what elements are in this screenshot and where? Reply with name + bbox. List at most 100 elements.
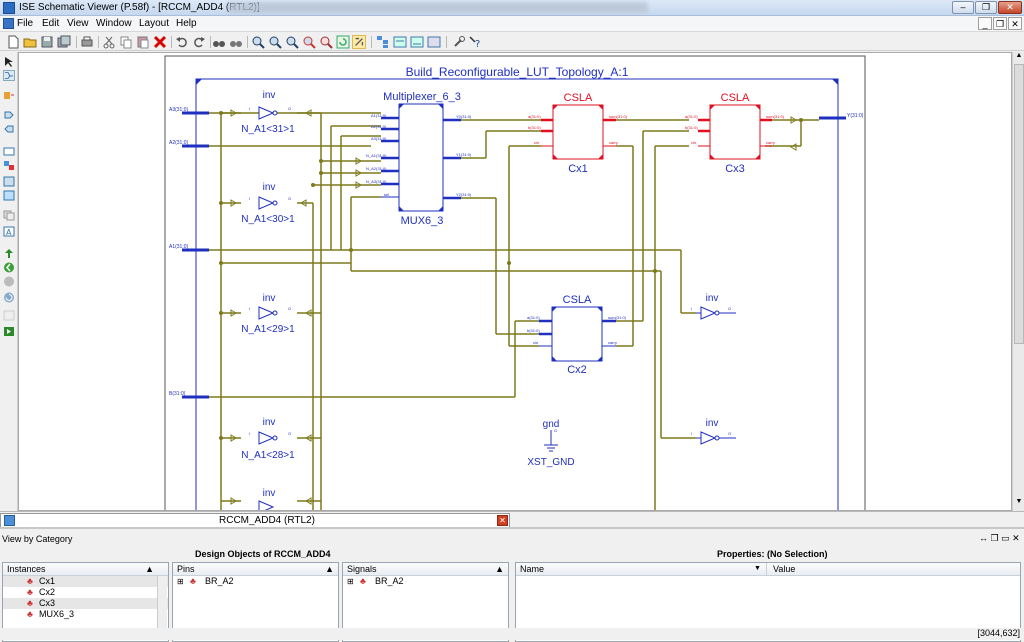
- pop-up-icon[interactable]: [410, 35, 424, 49]
- delete-icon[interactable]: [153, 35, 167, 49]
- panel-controls[interactable]: ↔ ❐ ▭ ✕: [979, 533, 1020, 544]
- svg-text:a(31:0): a(31:0): [527, 315, 540, 320]
- csla-cx3-block[interactable]: CSLA a(31:0)b(31:0)cin sum(31:0)carry Cx…: [685, 92, 785, 175]
- mdi-restore-button[interactable]: ❐: [993, 17, 1007, 30]
- paste-icon[interactable]: [136, 35, 150, 49]
- undo-icon[interactable]: [175, 35, 189, 49]
- inverter-n-a1-29[interactable]: inv I O N_A1<29>1: [241, 293, 295, 335]
- list-item[interactable]: ♣MUX6_3: [3, 609, 168, 620]
- save-icon[interactable]: [40, 35, 54, 49]
- close-tab-icon[interactable]: ✕: [497, 515, 508, 526]
- mdi-minimize-button[interactable]: _: [978, 17, 992, 30]
- menu-edit[interactable]: Edit: [42, 18, 59, 29]
- pins-header[interactable]: Pins▲: [173, 563, 338, 576]
- menu-view[interactable]: View: [67, 18, 89, 29]
- go-back-icon[interactable]: [3, 262, 15, 273]
- add-bus-icon[interactable]: [3, 176, 15, 187]
- zoom-fit-icon[interactable]: [285, 35, 299, 49]
- add-pin-icon[interactable]: [3, 146, 15, 157]
- list-item[interactable]: ⊞♣BR_A2: [173, 576, 338, 587]
- menu-help[interactable]: Help: [176, 18, 197, 29]
- save-all-icon[interactable]: [57, 35, 71, 49]
- mdi-close-button[interactable]: ✕: [1008, 17, 1022, 30]
- pan-tool-icon[interactable]: [352, 35, 366, 49]
- signals-header[interactable]: Signals▲: [343, 563, 508, 576]
- find-next-icon[interactable]: [229, 35, 243, 49]
- schematic-mode-icon[interactable]: [3, 70, 15, 81]
- scroll-up-arrow-icon[interactable]: ▲: [1015, 52, 1023, 62]
- document-tab-rccm-add4[interactable]: RCCM_ADD4 (RTL2) ✕: [0, 513, 510, 527]
- input-port-a2[interactable]: A2(31:0): [169, 140, 189, 146]
- svg-text:Cx2: Cx2: [567, 364, 587, 376]
- list-item[interactable]: ♣Cx1: [3, 576, 168, 587]
- hierarchy-icon[interactable]: [376, 35, 390, 49]
- csla-cx2-block[interactable]: CSLA a(31:0)b(31:0)cin sum(31:0)carry Cx…: [527, 294, 627, 376]
- close-button[interactable]: ✕: [998, 1, 1022, 14]
- schematic-canvas[interactable]: Build_Reconfigurable_LUT_Topology_A:1 A3…: [18, 52, 1012, 511]
- properties-value-column[interactable]: Value: [766, 563, 795, 575]
- inverter-n-a1-30[interactable]: inv I O N_A1<30>1: [241, 182, 295, 225]
- list-item[interactable]: ⊞♣BR_A2: [343, 576, 508, 587]
- help-icon[interactable]: ?: [468, 35, 482, 49]
- input-port-a1[interactable]: A1(31:0): [169, 244, 189, 250]
- open-folder-icon[interactable]: [23, 35, 37, 49]
- find-icon[interactable]: [212, 35, 226, 49]
- copy-symbol-icon[interactable]: [3, 210, 15, 221]
- inverter-partial[interactable]: inv: [259, 488, 275, 511]
- zoom-in-icon[interactable]: [251, 35, 265, 49]
- expand-output-icon[interactable]: [3, 124, 15, 135]
- document-icon[interactable]: [3, 18, 14, 29]
- svg-text:N_A2(31:0): N_A2(31:0): [366, 166, 387, 171]
- select-arrow-icon[interactable]: [3, 56, 15, 67]
- new-file-icon[interactable]: [6, 35, 20, 49]
- menu-file[interactable]: File: [17, 18, 33, 29]
- stop-icon[interactable]: [3, 276, 15, 287]
- redo-icon[interactable]: [192, 35, 206, 49]
- add-io-icon[interactable]: [3, 190, 15, 201]
- svg-text:inv: inv: [706, 418, 719, 429]
- inverter-right-1[interactable]: inv I O: [691, 293, 736, 319]
- sort-chevron-icon[interactable]: ▼: [754, 563, 761, 575]
- minimize-button[interactable]: –: [952, 1, 974, 14]
- disabled-tool-icon[interactable]: [3, 310, 15, 321]
- add-net-icon[interactable]: [3, 160, 15, 171]
- expand-input-icon[interactable]: [3, 110, 15, 121]
- rerun-icon[interactable]: [3, 292, 15, 303]
- zoom-selection-icon[interactable]: [319, 35, 333, 49]
- gnd-symbol[interactable]: gnd G XST_GND: [527, 419, 574, 468]
- tools-icon[interactable]: [452, 35, 466, 49]
- output-port-y[interactable]: Y(31:0): [847, 113, 864, 119]
- inverter-right-2[interactable]: inv I O: [691, 418, 736, 444]
- csla-cx1-block[interactable]: CSLA a(31:0)b(31:0)cin sum(31:0)carry Cx…: [528, 92, 628, 175]
- back-icon[interactable]: [427, 35, 441, 49]
- cut-icon[interactable]: [102, 35, 116, 49]
- input-port-a3[interactable]: A3(31:0): [169, 107, 189, 113]
- run-icon[interactable]: [3, 326, 15, 337]
- svg-text:XST_GND: XST_GND: [527, 457, 574, 468]
- add-symbol-icon[interactable]: [3, 90, 15, 101]
- svg-text:inv: inv: [263, 182, 276, 193]
- maximize-button[interactable]: ❐: [975, 1, 997, 14]
- zoom-area-icon[interactable]: [302, 35, 316, 49]
- input-port-b[interactable]: B(31:0): [169, 391, 186, 397]
- zoom-out-icon[interactable]: [268, 35, 282, 49]
- list-item[interactable]: ♣Cx2: [3, 587, 168, 598]
- list-item[interactable]: ♣Cx3: [3, 598, 168, 609]
- canvas-vertical-scrollbar[interactable]: ▲ ▼: [1012, 52, 1024, 511]
- svg-text:inv: inv: [263, 293, 276, 304]
- mux6-3-block[interactable]: Multiplexer_6_3 A1(31:0) A2(31:0) A3(31:…: [366, 91, 472, 227]
- export-icon[interactable]: [3, 248, 15, 259]
- refresh-icon[interactable]: [336, 35, 350, 49]
- scroll-down-arrow-icon[interactable]: ▼: [1015, 498, 1023, 508]
- menu-window[interactable]: Window: [96, 18, 132, 29]
- copy-icon[interactable]: [119, 35, 133, 49]
- properties-name-column[interactable]: Name: [520, 564, 544, 574]
- instances-header[interactable]: Instances▲: [3, 563, 168, 576]
- scroll-thumb[interactable]: [1014, 64, 1024, 344]
- print-icon[interactable]: [80, 35, 94, 49]
- svg-text:Cx1: Cx1: [568, 163, 588, 175]
- add-text-icon[interactable]: A: [3, 226, 15, 237]
- push-into-icon[interactable]: [393, 35, 407, 49]
- menu-layout[interactable]: Layout: [139, 18, 169, 29]
- inverter-n-a1-28[interactable]: inv I O N_A1<28>1: [241, 417, 295, 461]
